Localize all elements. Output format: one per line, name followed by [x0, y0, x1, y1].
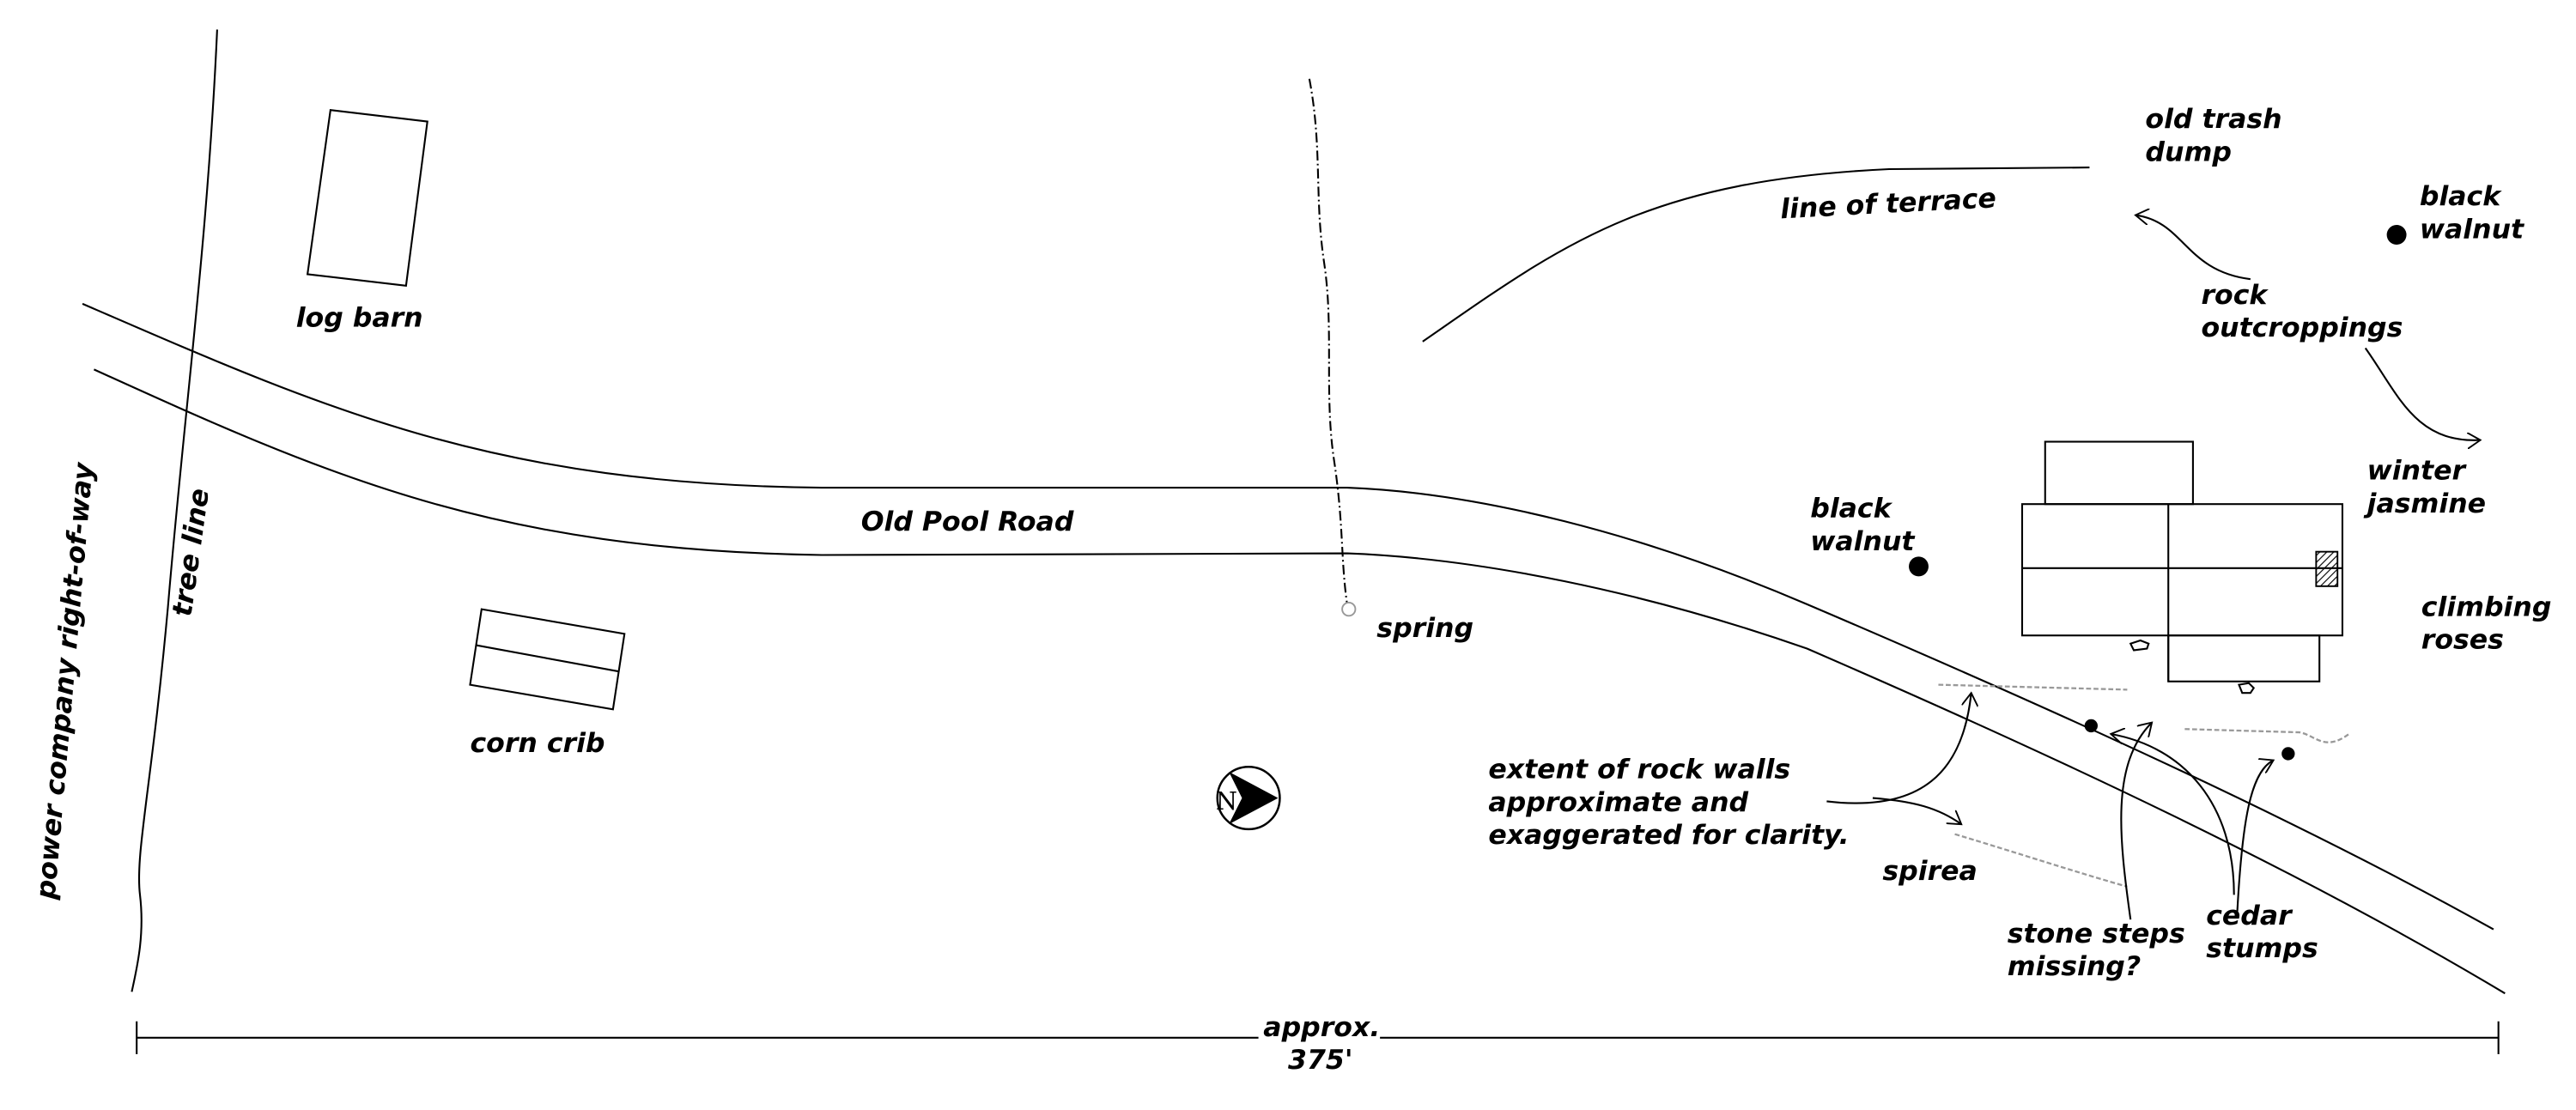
stone-steps-label-1: stone steps [2008, 919, 2185, 949]
rock-walls-note-3: exaggerated for clarity. [1488, 820, 1849, 851]
arrow-cedar-1 [2111, 734, 2235, 895]
spirea-label: spirea [1882, 856, 1977, 887]
rock-walls-note-1: extent of rock walls [1488, 755, 1790, 785]
spring-marker [1341, 602, 1357, 617]
winter-jasmine-label-1: winter [2367, 456, 2468, 487]
road-edge-north [82, 302, 2494, 931]
north-label: N [1216, 786, 1237, 816]
arrow-cedar-2 [2236, 761, 2274, 912]
corn-crib-label: corn crib [470, 728, 605, 759]
rock-wall-3 [1954, 833, 2128, 888]
chimney [2315, 550, 2339, 587]
rock-walls-note-2: approximate and [1488, 787, 1748, 818]
terrace-label: line of terrace [1779, 183, 1996, 225]
black-walnut-2-label-1: black [1810, 494, 1893, 525]
cedar-stump-2 [2281, 747, 2295, 761]
rock-outcroppings-label-1: rock [2201, 280, 2269, 311]
trash-dump-label-2: dump [2145, 136, 2232, 167]
black-walnut-1-label-2: walnut [2420, 214, 2525, 245]
terrace-line [1422, 167, 2090, 343]
tree-line [131, 29, 218, 992]
black-walnut-2-label-2: walnut [1810, 526, 1916, 557]
stone-steps-label-2: missing? [2008, 951, 2141, 982]
scale-label-2: 375' [1288, 1045, 1353, 1076]
house [2020, 440, 2344, 695]
road-edge-south [94, 368, 2506, 995]
rock-wall-1 [1938, 683, 2128, 691]
black-walnut-1-label-1: black [2420, 181, 2502, 212]
climbing-roses-label-2: roses [2421, 625, 2504, 656]
arrow-outcrop-south [2364, 347, 2481, 440]
black-walnut-tree-1 [2386, 225, 2407, 245]
corn-crib [469, 608, 626, 711]
cedar-stumps-label-1: cedar [2206, 901, 2293, 931]
tree-line-label: tree line [167, 487, 216, 618]
arrow-rock-wall-north [1826, 693, 1971, 804]
rock-wall-2 [2184, 728, 2350, 743]
climbing-roses-label-1: climbing [2421, 591, 2552, 622]
road-label: Old Pool Road [861, 506, 1074, 537]
spring-label: spring [1376, 613, 1473, 644]
winter-jasmine-label-2: jasmine [2363, 488, 2486, 519]
arrow-stone-steps [2120, 723, 2152, 920]
log-barn [306, 108, 428, 287]
power-company-label: power company right-of-way [31, 460, 100, 901]
log-barn-label: log barn [296, 303, 423, 334]
trash-dump-label-1: old trash [2145, 104, 2281, 135]
arrow-rock-wall-south [1872, 797, 1961, 825]
cedar-stump-1 [2084, 719, 2098, 733]
stream [1308, 78, 1348, 605]
scale-label-1: approx. [1263, 1012, 1380, 1043]
rock-outcroppings-label-2: outcroppings [2201, 312, 2403, 343]
arrow-outcrop-north [2136, 215, 2251, 281]
black-walnut-tree-2 [1909, 556, 1929, 577]
cedar-stumps-label-2: stumps [2206, 933, 2318, 964]
north-arrow: N [1216, 765, 1281, 831]
